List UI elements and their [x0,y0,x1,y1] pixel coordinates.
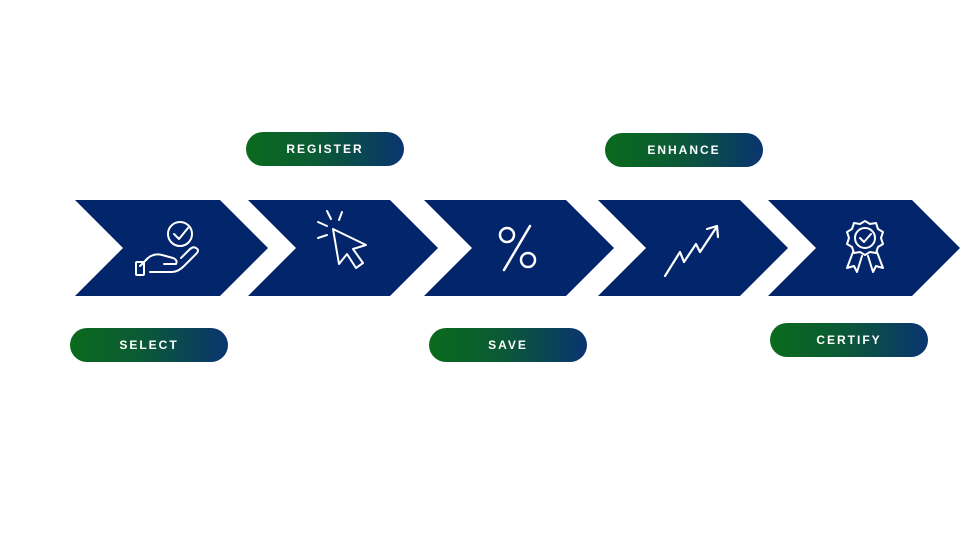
step-4-chevron [598,200,788,296]
step-1-label: SELECT [119,338,179,352]
step-1-chevron [75,200,268,296]
percent-icon [498,224,537,272]
step-2-label: REGISTER [286,142,364,156]
trending-up-icon [663,224,720,278]
step-3-label-pill: SAVE [429,328,587,362]
step-4-label: ENHANCE [647,143,721,157]
step-4-label-pill: ENHANCE [605,133,763,167]
step-1-label-pill: SELECT [70,328,228,362]
step-2-chevron [248,200,438,296]
cursor-click-icon [317,210,367,269]
hand-checkmark-icon [135,221,199,276]
step-3-label: SAVE [488,338,528,352]
step-5-label: CERTIFY [816,333,882,347]
award-badge-icon [846,220,884,273]
step-3-chevron [424,200,614,296]
step-5-label-pill: CERTIFY [770,323,928,357]
step-2-label-pill: REGISTER [246,132,404,166]
step-5-chevron [768,200,960,296]
